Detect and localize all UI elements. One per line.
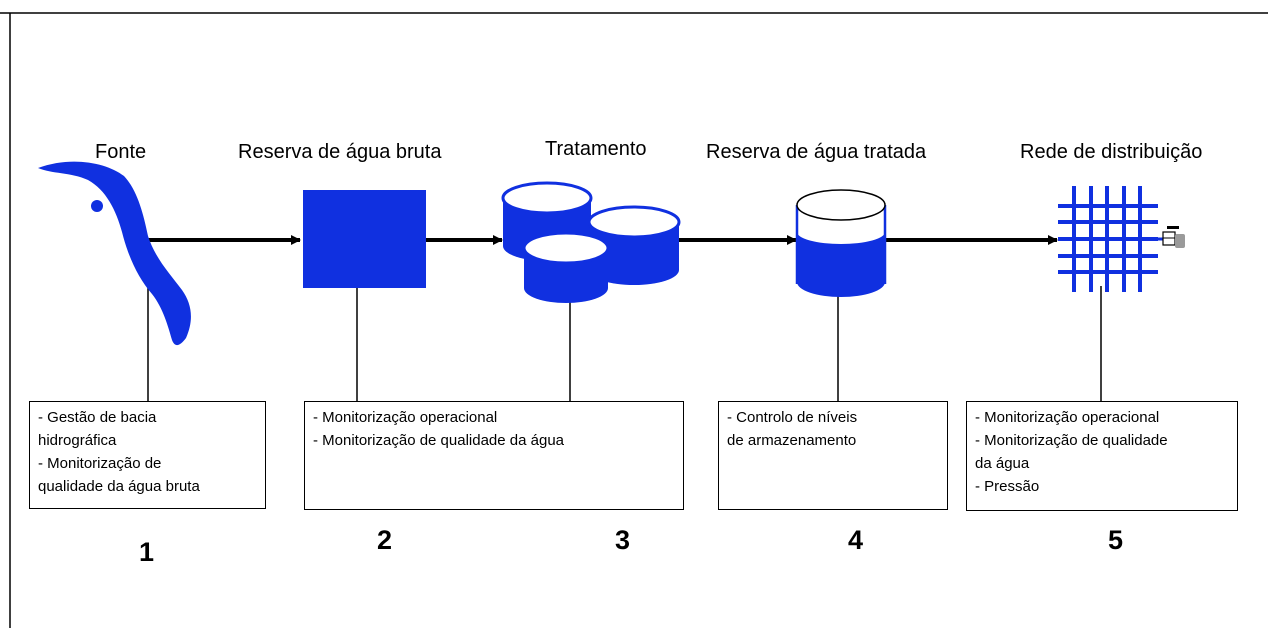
note-line: - Monitorização de qualidade	[975, 432, 1168, 449]
raw-reservoir-icon	[303, 190, 426, 288]
note-line: - Pressão	[975, 478, 1040, 495]
step-number-3: 3	[615, 525, 631, 555]
stage-title-fonte: Fonte	[95, 141, 147, 163]
notes-box-1: - Gestão de bacia hidrográfica - Monitor…	[29, 401, 266, 509]
treatment-tanks-icon	[501, 181, 681, 303]
notes-box-5: - Monitorização operacional - Monitoriza…	[966, 401, 1238, 511]
river-icon	[38, 161, 191, 346]
step-number-1: 1	[139, 537, 155, 567]
stage-title-reserva-bruta: Reserva de água bruta	[238, 141, 442, 163]
step-number-4: 4	[848, 525, 864, 555]
note-line: - Monitorização operacional	[313, 409, 498, 426]
note-line: - Controlo de níveis	[727, 409, 858, 426]
notes-box-4: - Controlo de níveis de armazenamento	[718, 401, 948, 510]
distribution-grid-icon	[1058, 186, 1158, 292]
note-line: da água	[975, 455, 1030, 472]
note-line: hidrográfica	[38, 432, 117, 449]
step-number-5: 5	[1108, 525, 1124, 555]
note-line: - Monitorização operacional	[975, 409, 1160, 426]
tap-icon	[1158, 226, 1185, 248]
note-line: - Monitorização de qualidade da água	[313, 432, 565, 449]
treated-reservoir-icon	[795, 189, 887, 297]
stage-title-tratamento: Tratamento	[545, 138, 647, 160]
note-line: - Monitorização de	[38, 455, 162, 472]
stage-title-rede: Rede de distribuição	[1020, 141, 1203, 163]
notes-box-2-3: - Monitorização operacional - Monitoriza…	[304, 401, 684, 510]
note-line: - Gestão de bacia	[38, 409, 157, 426]
step-number-2: 2	[377, 525, 393, 555]
stage-title-reserva-tratada: Reserva de água tratada	[706, 141, 927, 163]
note-line: de armazenamento	[727, 432, 857, 449]
note-line: qualidade da água bruta	[38, 478, 200, 495]
